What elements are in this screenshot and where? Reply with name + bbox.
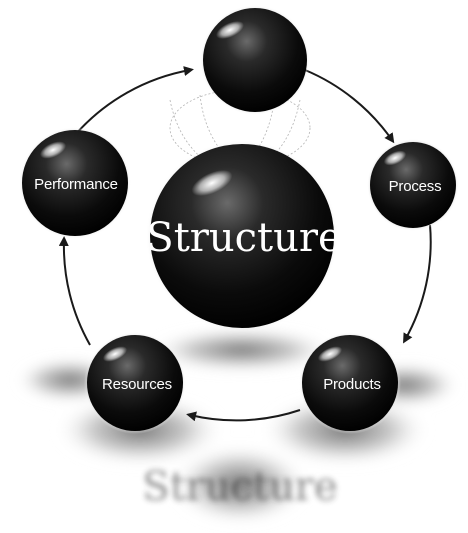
products-node: Products — [299, 332, 401, 434]
center-label: Structure — [146, 215, 341, 261]
arrow-resources-to-performance — [58, 236, 91, 346]
process-node: Process — [367, 139, 459, 231]
top-node — [200, 5, 310, 115]
reflection-text: Structure — [142, 464, 337, 510]
arrow-performance-to-top — [74, 66, 194, 136]
resources-node: Resources — [84, 332, 186, 434]
sphere-highlight — [191, 170, 233, 196]
arrow-top-to-process — [304, 69, 395, 144]
arrow-products-to-resources — [186, 409, 301, 422]
performance-label: Performance — [34, 176, 118, 193]
resources-label: Resources — [102, 376, 172, 393]
products-label: Products — [323, 376, 381, 393]
center-node: Structure — [146, 140, 342, 332]
sphere-highlight — [216, 21, 244, 39]
performance-node: Performance — [19, 127, 131, 239]
svg-text:Structure: Structure — [142, 464, 337, 510]
process-label: Process — [389, 178, 442, 195]
cycle-arrows — [58, 66, 432, 422]
arrow-process-to-products — [403, 224, 432, 344]
